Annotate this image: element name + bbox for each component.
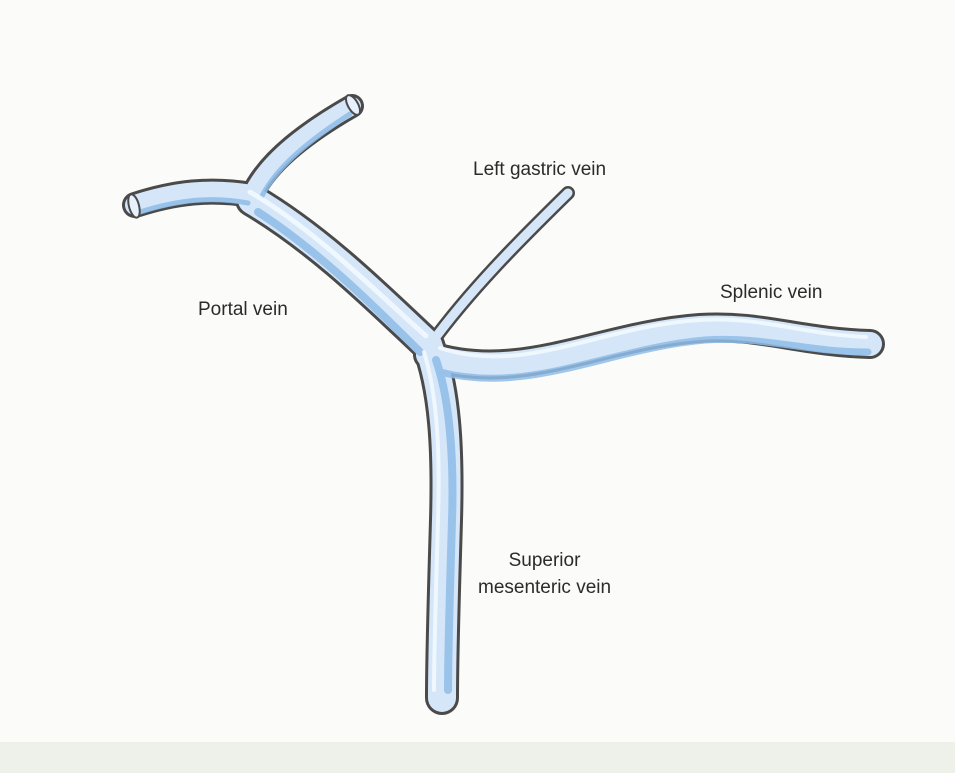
bottom-band	[0, 742, 955, 773]
superior-mesenteric-vein-label: Superior mesenteric vein	[478, 547, 611, 601]
superior-mesenteric-label-line2: mesenteric vein	[478, 574, 611, 601]
left-gastric-vein-label: Left gastric vein	[473, 157, 606, 183]
splenic-vein-label: Splenic vein	[720, 280, 822, 306]
left-gastric-vein-fill	[430, 193, 568, 345]
portal-vein-label: Portal vein	[198, 297, 288, 323]
superior-mesenteric-label-line1: Superior	[478, 547, 611, 574]
